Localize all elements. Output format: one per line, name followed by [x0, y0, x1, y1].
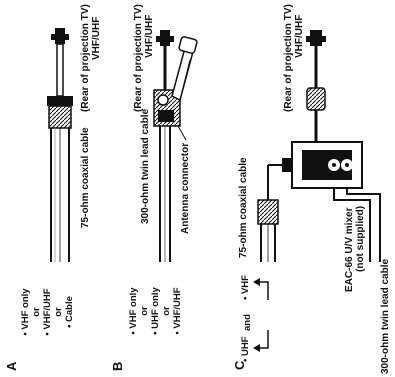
- panel-c-mixer-label: EAC-66 U/V mixer: [344, 207, 355, 292]
- panel-b-artwork: [153, 30, 198, 262]
- panel-b-letter: B: [110, 361, 125, 371]
- panel-b-connector-leader: [177, 125, 187, 141]
- panel-b-connector-label: Antenna connector: [180, 142, 191, 234]
- panel-a-tv-caption: (Rear of projection TV): [80, 4, 91, 112]
- panel-c-tv-terminal-icon: [306, 30, 326, 88]
- panel-c-twin-lead-cable: [333, 188, 381, 262]
- panel-b-tv-terminal-icon: [156, 30, 174, 90]
- panel-b-tv-terminal-label: VHF/UHF: [144, 14, 155, 58]
- panel-b-cable-label: 300-ohm twin lead cable: [140, 108, 151, 224]
- panel-a-artwork: [47, 28, 73, 262]
- panel-a-source-2: • VHF/UHF: [42, 288, 53, 336]
- panel-b-source-1: • VHF only: [128, 287, 139, 335]
- panel-c-twin-label: 300-ohm twin lead cable: [380, 258, 391, 374]
- panel-a-cable-label: 75-ohm coaxial cable: [80, 127, 91, 228]
- panel-c-output-plug-icon: [306, 87, 326, 142]
- panel-b-antenna-connector-icon: [153, 36, 198, 127]
- panel-c-mixer-note: (not supplied): [355, 205, 366, 272]
- panel-a-coax-plug-icon: [47, 96, 73, 129]
- panel-a-coax-cable: [50, 128, 70, 262]
- panel-b-source-or-2: or: [161, 306, 172, 316]
- panel-b-twin-lead-cable: [159, 126, 171, 262]
- panel-c-tv-terminal-label: VHF/UHF: [294, 14, 305, 58]
- panel-b-tv-caption: (Rear of projection TV): [133, 4, 144, 112]
- panel-c-and-text: and: [242, 314, 253, 331]
- panel-c-coax-label: 75-ohm coaxial cable: [238, 157, 249, 258]
- panel-a-sources: • VHF only or • VHF/UHF or • Cable: [20, 281, 75, 343]
- panel-b-source-or-1: or: [139, 306, 150, 316]
- panel-c-vhf-arrow: [253, 278, 269, 300]
- panel-b-source-2: • UHF only: [150, 287, 161, 335]
- panel-a-tv-terminal-label: VHF/UHF: [91, 16, 102, 60]
- panel-c-tv-caption: (Rear of projection TV): [283, 4, 294, 112]
- panel-c-letter: C: [232, 360, 247, 370]
- panel-b-source-3: • VHF/UHF: [172, 287, 183, 335]
- panel-a-source-or-1: or: [31, 307, 42, 317]
- panel-a-tv-terminal-icon: [51, 28, 69, 97]
- panel-c-artwork: [253, 30, 381, 352]
- panel-a-source-1: • VHF only: [20, 288, 31, 336]
- panel-c-coax-cable: [257, 164, 282, 262]
- panel-c-mixer-icon: [282, 141, 363, 189]
- panel-a-letter: A: [4, 361, 19, 371]
- panel-c-uhf-arrow: [253, 330, 269, 352]
- panel-a-source-3: • Cable: [64, 296, 75, 328]
- panel-c-source-vhf: • VHF: [240, 275, 251, 300]
- panel-c-source-uhf: • UHF: [240, 336, 251, 363]
- panel-a-source-or-2: or: [53, 307, 64, 317]
- panel-b-sources: • VHF only or • UHF only or • VHF/UHF: [128, 280, 183, 342]
